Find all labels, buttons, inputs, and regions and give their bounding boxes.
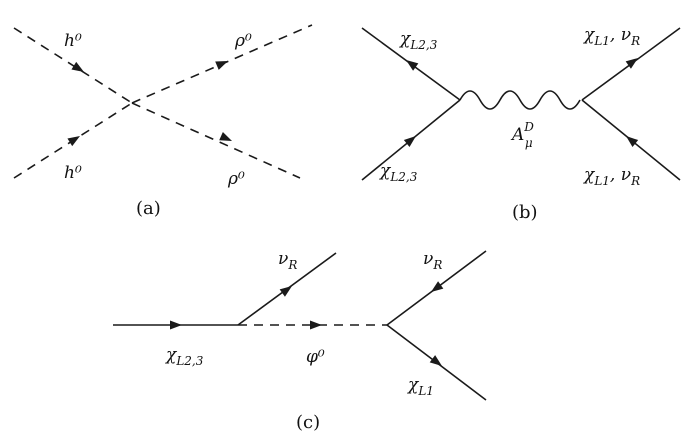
label-chi-top-left: χL2,3	[399, 29, 438, 52]
panel-a: h⁰ h⁰ ρ⁰ ρ⁰ (a)	[13, 24, 313, 219]
arrow-chi-bottom-right	[626, 136, 639, 148]
label-chi-bottom-left: χL2,3	[379, 161, 418, 184]
label-h0-top: h⁰	[64, 31, 82, 51]
label-top-right: χL1, νR	[583, 25, 640, 48]
arrow-mediator	[310, 320, 322, 330]
arrow-chi-top-right	[625, 58, 638, 69]
label-rho0-top: ρ⁰	[234, 31, 252, 51]
arrow-rho0-bottom	[219, 132, 232, 141]
panel-c: χL2,3 νR φ⁰ νR χL1 (c)	[113, 249, 487, 433]
arrow-chi-bottom-left	[403, 136, 416, 148]
label-chi-incoming: χL2,3	[165, 345, 204, 368]
caption-a: (a)	[136, 198, 161, 219]
rho0-line-bottom-right	[131, 102, 301, 179]
arrow-nu-left	[279, 286, 292, 297]
arrow-chi-top-left	[406, 60, 419, 71]
caption-c: (c)	[296, 412, 320, 433]
label-phi0: φ⁰	[306, 347, 325, 367]
label-nu-left: νR	[278, 249, 297, 272]
caption-b: (b)	[512, 202, 538, 223]
label-bottom-right: χL1, νR	[583, 165, 640, 188]
arrow-h0-bottom	[67, 136, 80, 147]
arrow-incoming	[170, 320, 182, 330]
arrow-chi-out	[429, 355, 442, 366]
photon-wavy-line	[459, 90, 581, 110]
label-h0-bottom: h⁰	[64, 163, 82, 183]
label-chi-out: χL1	[407, 375, 434, 398]
arrow-rho0-top	[215, 61, 228, 70]
label-nu-right: νR	[423, 249, 442, 272]
arrow-nu-right	[431, 281, 444, 292]
h0-line-top-left	[13, 27, 133, 104]
arrow-h0-top	[71, 61, 84, 72]
label-rho0-bottom: ρ⁰	[227, 169, 245, 189]
